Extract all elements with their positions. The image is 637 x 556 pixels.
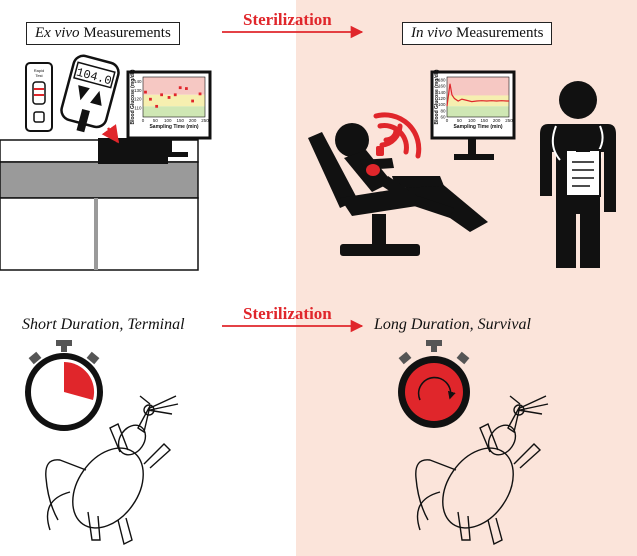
y-tick-label: 140 — [438, 90, 446, 95]
x-tick-label: 100 — [468, 118, 476, 123]
data-series-line — [446, 83, 509, 107]
y-axis-label: Blood Glucose (mg/dL) — [130, 69, 136, 124]
data-point — [167, 96, 171, 99]
chart-band — [447, 106, 509, 117]
x-tick-label: 50 — [457, 118, 463, 123]
data-point — [191, 99, 194, 103]
y-tick-label: 60 — [440, 115, 446, 120]
y-tick-label: 120 — [134, 97, 142, 102]
data-point — [198, 92, 202, 96]
svg-text:Test: Test — [35, 73, 43, 78]
data-point — [173, 93, 177, 97]
x-tick-label: 150 — [480, 118, 488, 123]
x-tick-label: 250 — [201, 118, 209, 123]
stopwatch-long-icon — [398, 340, 470, 428]
x-tick-label: 100 — [164, 118, 172, 123]
caption-short-duration: Short Duration, Terminal — [22, 316, 185, 333]
chart-band — [143, 106, 205, 117]
y-tick-label: 120 — [438, 96, 446, 101]
x-tick-label: 0 — [142, 118, 145, 123]
y-tick-label: 160 — [438, 84, 446, 89]
lab-bench — [0, 138, 199, 271]
rat-left-icon — [45, 395, 179, 546]
data-point — [155, 104, 159, 108]
data-point — [185, 87, 188, 90]
x-tick-label: 200 — [493, 118, 501, 123]
x-tick-label: 200 — [189, 118, 197, 123]
patient-chair-icon — [308, 123, 488, 256]
x-tick-label: 250 — [505, 118, 513, 123]
data-point — [144, 90, 147, 94]
y-axis-label: Blood Glucose (mg/dL) — [434, 69, 440, 124]
data-point — [178, 86, 182, 90]
ex-vivo-title: Ex vivo Measurements — [26, 22, 180, 45]
x-tick-label: 150 — [176, 118, 184, 123]
in-vivo-title: In vivo Measurements — [402, 22, 553, 45]
caption-long-duration: Long Duration, Survival — [374, 316, 531, 333]
x-tick-label: 0 — [446, 118, 449, 123]
data-point — [149, 97, 152, 101]
y-tick-label: 110 — [134, 106, 142, 111]
y-tick-label: 140 — [134, 79, 142, 84]
chart-band — [143, 77, 205, 95]
y-tick-label: 100 — [438, 102, 446, 107]
doctor-icon — [540, 81, 616, 268]
x-axis-label: Sampling Time (min) — [149, 124, 198, 130]
sterilization-label-bottom: Sterilization — [243, 304, 332, 323]
test-strip-icon: Rapid Test — [25, 62, 53, 132]
y-tick-label: 80 — [440, 108, 446, 113]
svg-text:Rapid: Rapid — [34, 68, 44, 73]
x-tick-label: 50 — [153, 118, 159, 123]
glucose-meter-icon: 104.0 — [60, 54, 120, 144]
x-axis-label: Sampling Time (min) — [453, 124, 502, 130]
rat-right-icon — [415, 395, 549, 546]
sterilization-label-top: Sterilization — [243, 10, 332, 29]
implant-sensor-icon — [366, 146, 384, 176]
chart-plot-frame — [446, 76, 510, 118]
stopwatch-short-icon — [25, 340, 103, 431]
chart-band — [143, 94, 205, 107]
data-point — [160, 93, 163, 97]
y-tick-label: 180 — [438, 78, 446, 83]
chart-plot-frame — [142, 76, 206, 118]
chart-band — [447, 77, 509, 96]
wireless-signal-icon — [373, 112, 422, 159]
y-tick-label: 130 — [134, 88, 142, 93]
